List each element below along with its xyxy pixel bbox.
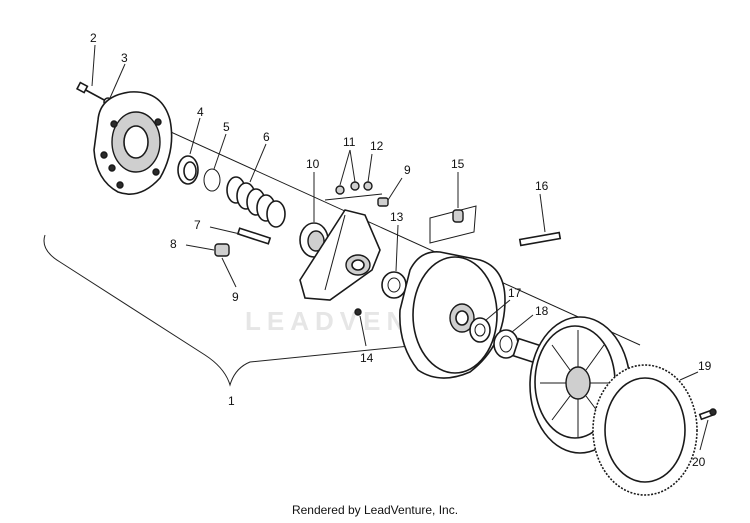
part-spider-arm [299, 209, 381, 301]
part-thrust-washer [381, 271, 407, 299]
callout-4: 4 [197, 105, 204, 119]
part-small-screw [354, 308, 362, 316]
callout-19: 19 [698, 359, 712, 373]
callout-15: 15 [451, 157, 465, 171]
part-cover [93, 91, 173, 195]
footer-credit: Rendered by LeadVenture, Inc. [291, 503, 459, 517]
callout-9-upper: 9 [404, 163, 411, 177]
callout-5: 5 [223, 120, 230, 134]
callout-3: 3 [121, 51, 128, 65]
callout-11: 11 [343, 135, 356, 149]
leader-lines [91, 44, 709, 451]
part-long-pin [518, 231, 562, 247]
callout-17: 17 [508, 286, 522, 300]
callout-12: 12 [370, 139, 384, 153]
callout-10: 10 [306, 157, 320, 171]
part-spring [226, 176, 286, 228]
part-pin [236, 227, 272, 245]
part-snap-ring [203, 168, 221, 192]
callout-20: 20 [692, 455, 706, 469]
part-nut-upper [377, 197, 389, 207]
part-gear-screw [698, 408, 717, 421]
assembly-bracket [43, 234, 421, 387]
callout-14: 14 [360, 351, 374, 365]
callout-13: 13 [390, 210, 404, 224]
callout-8: 8 [170, 237, 177, 251]
part-rollers [324, 181, 383, 201]
part-ring-gear [592, 364, 698, 496]
callout-7: 7 [194, 218, 201, 232]
callout-18: 18 [535, 304, 549, 318]
part-movable-sheave [399, 251, 506, 379]
callout-6: 6 [263, 130, 270, 144]
part-bearing [469, 317, 491, 343]
part-clip-plate [429, 205, 477, 244]
part-roller [214, 243, 230, 257]
callout-2: 2 [90, 31, 97, 45]
part-bolt [75, 81, 107, 102]
callout-1: 1 [228, 394, 235, 408]
callout-16: 16 [535, 179, 549, 193]
assembly-axis-line [139, 117, 641, 346]
callout-9-lower: 9 [232, 290, 239, 304]
